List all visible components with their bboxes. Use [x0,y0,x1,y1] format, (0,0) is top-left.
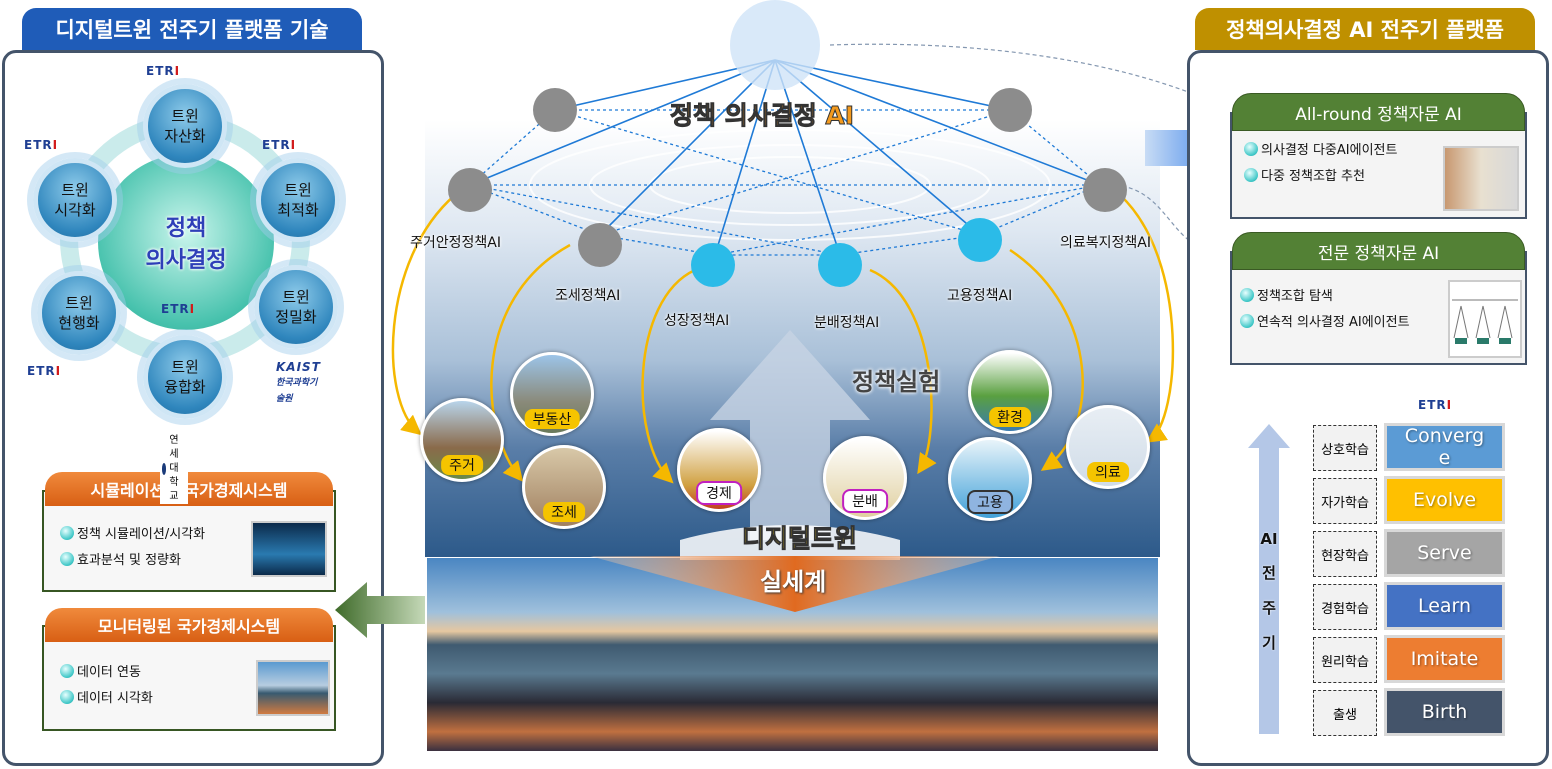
brain-icon [730,0,820,90]
bullet-icon [60,689,74,704]
lifecycle-arrow-icon [1248,424,1290,734]
simulation-item: 정책 시뮬레이션/시각화 [60,523,205,542]
monitoring-item: 데이터 시각화 [60,687,153,706]
head-icon [578,223,622,267]
etri-logo: ETRI [24,138,59,152]
expert-item: 정책조합 탐색 [1240,285,1333,304]
stage-level: 현장학습 [1313,531,1377,577]
allround-header: All-round 정책자문 AI [1232,93,1525,131]
domain-employment: 고용 [948,437,1032,521]
sequential-agent-diagram [1448,280,1522,358]
domain-housing: 주거 [420,398,504,482]
expert-header: 전문 정책자문 AI [1232,232,1525,270]
monitoring-header: 모니터링된 국가경제시스템 [45,608,333,642]
down-arrow-icon [590,556,1000,612]
bullet-icon [1240,287,1254,302]
domain-economy: 경제 [677,428,761,512]
bullet-icon [1240,313,1254,328]
stage-learn: Learn [1384,582,1505,630]
domain-health: 의료 [1066,405,1150,489]
head-icon [691,243,735,287]
simulation-image [251,521,327,577]
digital-twin-label: 디지털트윈 [741,524,858,554]
stage-level: 자가학습 [1313,478,1377,524]
stage-level: 원리학습 [1313,637,1377,683]
bullet-icon [1244,167,1258,182]
stage-imitate: Imitate [1384,635,1505,683]
allround-item: 의사결정 다중AI에이전트 [1244,139,1397,158]
kaist-logo: KAIST한국과학기술원 [276,360,321,404]
head-icon [533,88,577,132]
domain-environment: 환경 [968,350,1052,434]
head-icon [1083,168,1127,212]
domain-tax: 조세 [522,445,606,529]
bullet-icon [1244,141,1258,156]
stage-birth: Birth [1384,688,1505,736]
simulation-header: 시뮬레이션된 국가경제시스템 [45,472,333,506]
domain-distribution: 분배 [823,436,907,520]
left-arrow-icon [335,582,425,638]
real-world-label: 실세계 [760,568,827,596]
bullet-icon [60,551,74,566]
agent-housing: 주거안정정책AI [410,235,501,251]
etri-logo: ETRI [146,64,181,78]
stage-converge: Converg e [1384,423,1505,471]
center-circle: 정책 의사결정 [98,154,274,330]
right-title: 정책의사결정 AI 전주기 플랫폼 [1195,8,1535,50]
allround-item: 다중 정책조합 추천 [1244,165,1365,184]
etri-logo: ETRI [161,302,196,316]
head-icon [958,218,1002,262]
bullet-icon [60,525,74,540]
monitoring-item: 데이터 연동 [60,661,141,680]
center-title: 정책 의사결정 AI [669,101,855,131]
yonsei-logo: 연세대학교 [160,434,189,504]
head-icon [818,243,862,287]
expert-item: 연속적 의사결정 AI에이전트 [1240,311,1410,330]
agent-distribution: 분배정책AI [814,315,880,331]
monitoring-image [256,660,330,716]
etri-logo: ETRI [262,138,297,152]
center-label-2: 의사결정 [145,248,227,273]
ai-advisor-image [1443,146,1519,211]
agent-tax: 조세정책AI [555,288,621,304]
etri-logo: ETRI [27,364,62,378]
stage-evolve: Evolve [1384,476,1505,524]
agent-employment: 고용정책AI [947,288,1013,304]
agent-health: 의료복지정책AI [1060,235,1151,251]
left-title: 디지털트윈 전주기 플랫폼 기술 [22,8,362,50]
stage-level: 출생 [1313,690,1377,736]
simulation-item: 효과분석 및 정량화 [60,549,181,568]
stage-level: 경험학습 [1313,584,1377,630]
domain-realestate: 부동산 [510,352,594,436]
etri-logo: ETRI [1418,398,1453,412]
stage-level: 상호학습 [1313,425,1377,471]
stage-serve: Serve [1384,529,1505,577]
policy-experiment-label: 정책실험 [852,368,941,396]
center-label-1: 정책 [165,216,207,241]
agent-growth: 성장정책AI [664,313,730,329]
agent-network [391,0,1200,560]
head-icon [448,168,492,212]
bullet-icon [60,663,74,678]
head-icon [988,88,1032,132]
